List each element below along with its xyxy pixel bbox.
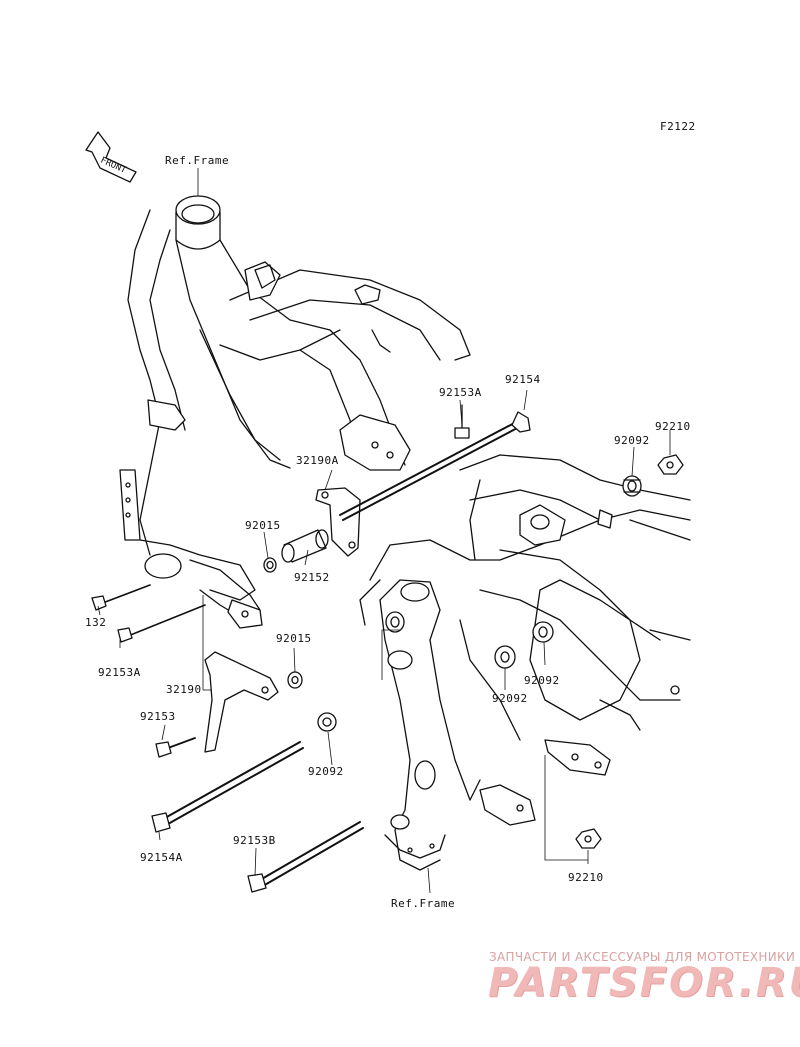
part-92015-label-top: 92015 xyxy=(245,519,281,532)
part-92092-label-right: 92092 xyxy=(524,674,560,687)
watermark-logo[interactable]: PARTSFOR.RU xyxy=(488,960,800,1006)
nut-92210-bottom xyxy=(575,828,602,849)
spacer-92152 xyxy=(281,529,329,563)
figure-code: F2122 xyxy=(660,120,696,133)
part-92015-label-mid: 92015 xyxy=(276,632,312,645)
lower-frame-outline xyxy=(359,454,691,871)
bracket-32190A xyxy=(315,487,361,557)
nut-sleeve-top xyxy=(385,611,405,633)
part-92210-label-bottom: 92210 xyxy=(568,871,604,884)
upper-frame-outline xyxy=(119,195,471,621)
part-92092-label-top: 92092 xyxy=(614,434,650,447)
bracket-32190 xyxy=(204,599,279,753)
bolt-92153 xyxy=(155,737,196,758)
part-92092-label-low: 92092 xyxy=(308,765,344,778)
part-92152-label: 92152 xyxy=(294,571,330,584)
bolt-92153B xyxy=(247,821,364,893)
collar-92015 xyxy=(263,557,277,573)
part-92153A-label-top: 92153A xyxy=(439,386,482,399)
part-92154A-label: 92154A xyxy=(140,851,183,864)
nut-92092-right xyxy=(532,621,554,643)
part-92153-label: 92153 xyxy=(140,710,176,723)
part-92153A-label-left: 92153A xyxy=(98,666,141,679)
front-arrow-icon: FRONT xyxy=(85,131,137,183)
leader-lines xyxy=(97,168,671,894)
nut-92210-top xyxy=(657,454,684,475)
bolt-92154 xyxy=(339,411,531,521)
part-92092-label-mid: 92092 xyxy=(492,692,528,705)
ref-frame-label-bottom: Ref.Frame xyxy=(391,897,456,910)
nut-92092-low xyxy=(317,712,337,732)
bolt-92154A xyxy=(151,741,304,833)
bolt-92153A-left xyxy=(117,604,206,643)
collar-92015-mid xyxy=(287,671,303,689)
part-32190A-label: 32190A xyxy=(296,454,339,467)
watermark-tagline: ЗАПЧАСТИ И АКСЕССУАРЫ ДЛЯ МОТОТЕХНИКИ xyxy=(489,950,796,964)
part-132-label: 132 xyxy=(85,616,107,629)
nut-92092-top xyxy=(622,475,642,497)
ref-frame-label-top: Ref.Frame xyxy=(165,154,230,167)
bolt-132 xyxy=(91,584,151,611)
part-92210-label-top: 92210 xyxy=(655,420,691,433)
part-32190-label: 32190 xyxy=(166,683,202,696)
part-92154-label: 92154 xyxy=(505,373,541,386)
nut-92092-mid xyxy=(494,645,516,669)
part-92153B-label: 92153B xyxy=(233,834,276,847)
